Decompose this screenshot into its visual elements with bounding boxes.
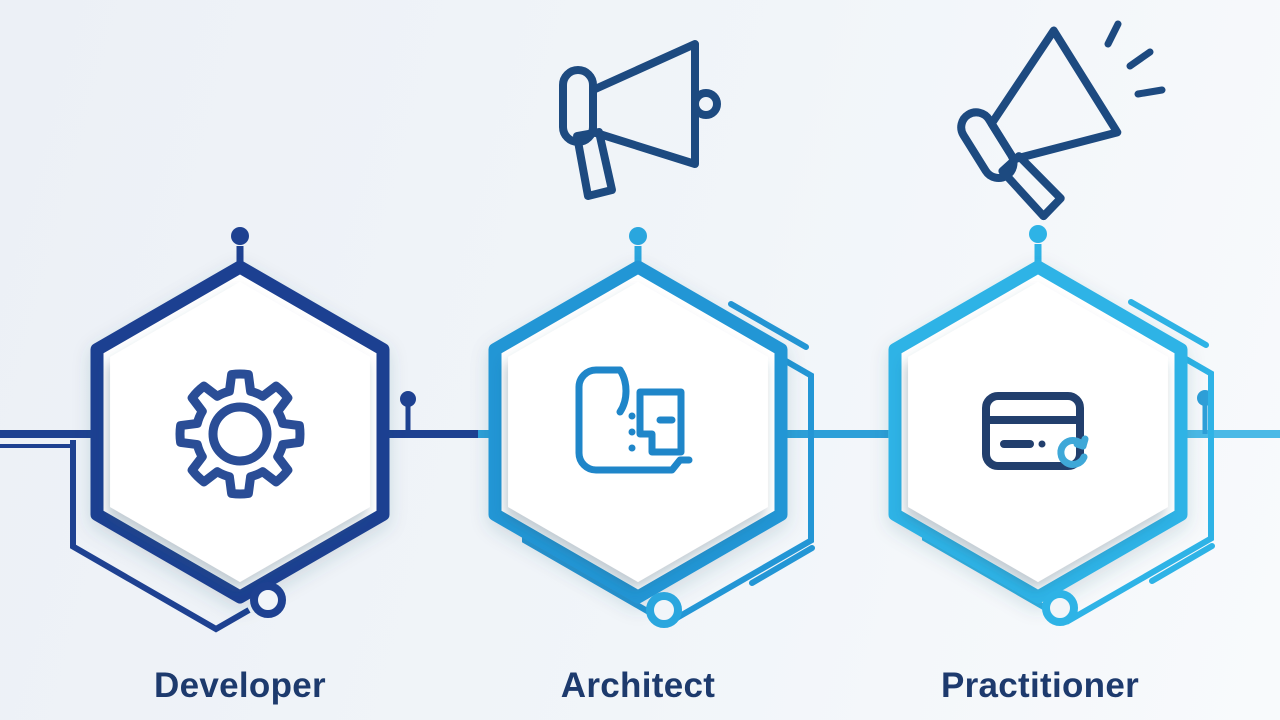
architect-top-dot <box>629 227 647 245</box>
practitioner-inner-hexagon <box>908 282 1168 582</box>
megaphone-sound-icon <box>957 20 1166 221</box>
card-body <box>982 392 1084 470</box>
blueprint-scroll <box>575 366 693 474</box>
blueprint-icon <box>575 366 693 474</box>
blueprint-panel <box>636 388 685 456</box>
megaphone-handle <box>573 128 616 200</box>
gear-hub <box>208 402 272 466</box>
megaphone-icon <box>559 40 721 200</box>
blueprint-dot-2 <box>628 428 636 436</box>
megaphone-horn <box>589 40 699 168</box>
megaphone-horn <box>987 26 1122 164</box>
megaphone-tilted <box>957 26 1122 221</box>
gear-icon <box>175 369 305 499</box>
marker-dot <box>400 391 416 407</box>
architect-corner-brackets <box>728 301 815 586</box>
refresh-arrow <box>1073 435 1089 450</box>
megaphone-knob <box>691 89 721 119</box>
card-refresh-icon <box>1057 435 1089 468</box>
blueprint-dot-3 <box>628 444 636 452</box>
node-label-developer: Developer <box>154 666 326 705</box>
practitioner-corner-brackets <box>1128 299 1215 584</box>
timeline-marker-left <box>400 391 416 434</box>
blueprint-roll-edge <box>616 366 630 416</box>
practitioner-node <box>888 225 1215 626</box>
practitioner-top-dot <box>1029 225 1047 243</box>
architect-ring <box>646 592 682 628</box>
sound-dashes <box>1104 20 1166 98</box>
developer-top-dot <box>231 227 249 245</box>
node-label-architect: Architect <box>560 666 716 705</box>
architect-node <box>488 227 815 628</box>
megaphone-handle <box>998 152 1065 221</box>
practitioner-ring <box>1042 590 1078 626</box>
developer-offset-hexagon-outline <box>70 440 251 633</box>
developer-ring <box>250 582 286 618</box>
card-dot <box>1038 440 1046 448</box>
blueprint-dot-1 <box>628 412 636 420</box>
developer-node <box>70 227 390 633</box>
node-label-practitioner: Practitioner <box>940 666 1140 705</box>
credit-card-icon <box>982 392 1089 470</box>
developer-inner-hexagon <box>110 282 370 582</box>
gear-teeth <box>175 369 305 499</box>
